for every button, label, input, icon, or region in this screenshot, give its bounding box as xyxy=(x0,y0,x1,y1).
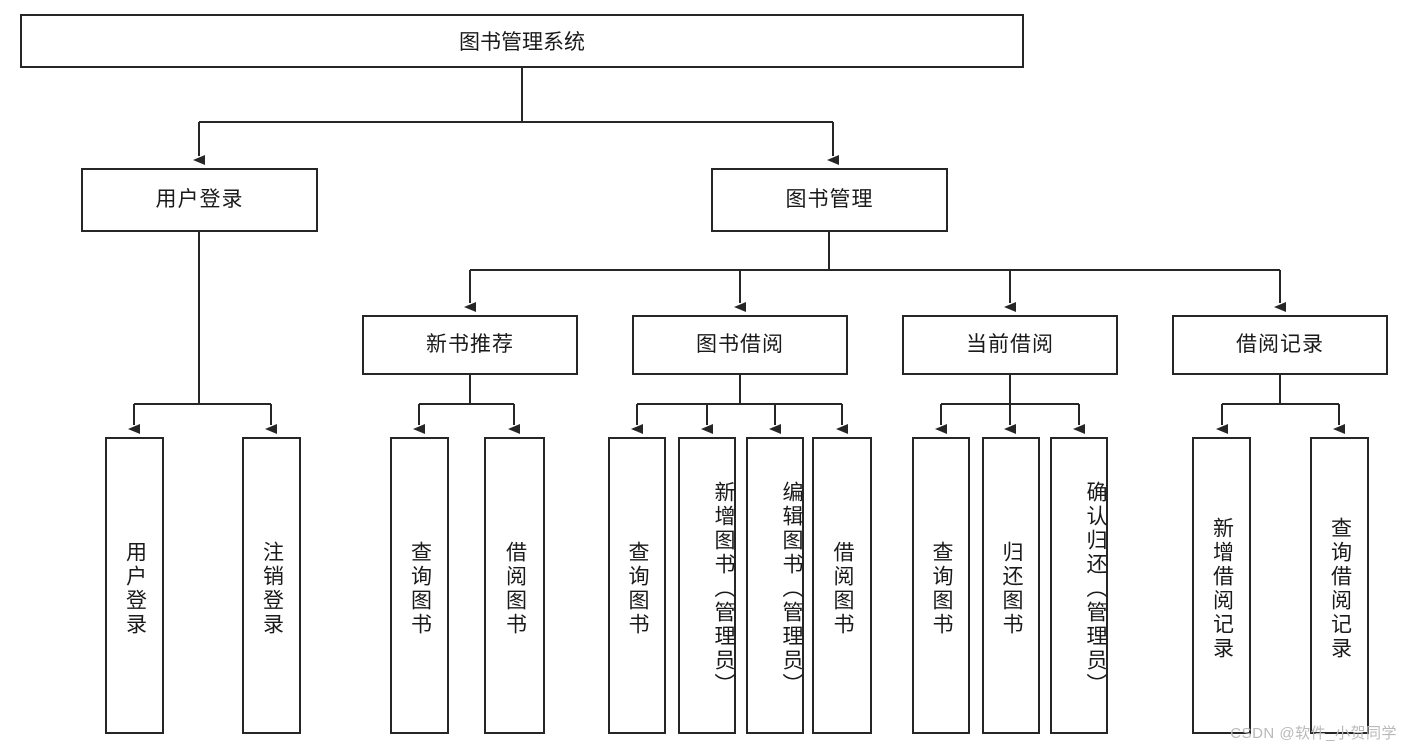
leaf-borrow-record-add[interactable]: 新增借阅记录 xyxy=(1192,437,1251,734)
node-current-borrow[interactable]: 当前借阅 xyxy=(902,315,1118,375)
node-borrow-record[interactable]: 借阅记录 xyxy=(1172,315,1388,375)
node-new-book-recommend[interactable]: 新书推荐 xyxy=(362,315,578,375)
leaf-current-borrow-confirm-return[interactable]: 确认归还（管理员） xyxy=(1050,437,1108,734)
leaf-user-login-login[interactable]: 用户登录 xyxy=(105,437,164,734)
leaf-new-book-query[interactable]: 查询图书 xyxy=(390,437,449,734)
leaf-new-book-borrow[interactable]: 借阅图书 xyxy=(484,437,545,734)
node-root-system[interactable]: 图书管理系统 xyxy=(20,14,1024,68)
leaf-book-borrow-borrow[interactable]: 借阅图书 xyxy=(812,437,872,734)
leaf-book-borrow-edit[interactable]: 编辑图书（管理员） xyxy=(746,437,804,734)
leaf-book-borrow-query[interactable]: 查询图书 xyxy=(608,437,666,734)
leaf-current-borrow-return[interactable]: 归还图书 xyxy=(982,437,1040,734)
leaf-book-borrow-add[interactable]: 新增图书（管理员） xyxy=(678,437,736,734)
node-book-management[interactable]: 图书管理 xyxy=(711,168,948,232)
node-user-login[interactable]: 用户登录 xyxy=(81,168,318,232)
leaf-current-borrow-query[interactable]: 查询图书 xyxy=(912,437,970,734)
leaf-user-login-logout[interactable]: 注销登录 xyxy=(242,437,301,734)
leaf-borrow-record-query[interactable]: 查询借阅记录 xyxy=(1310,437,1369,734)
node-book-borrow[interactable]: 图书借阅 xyxy=(632,315,848,375)
